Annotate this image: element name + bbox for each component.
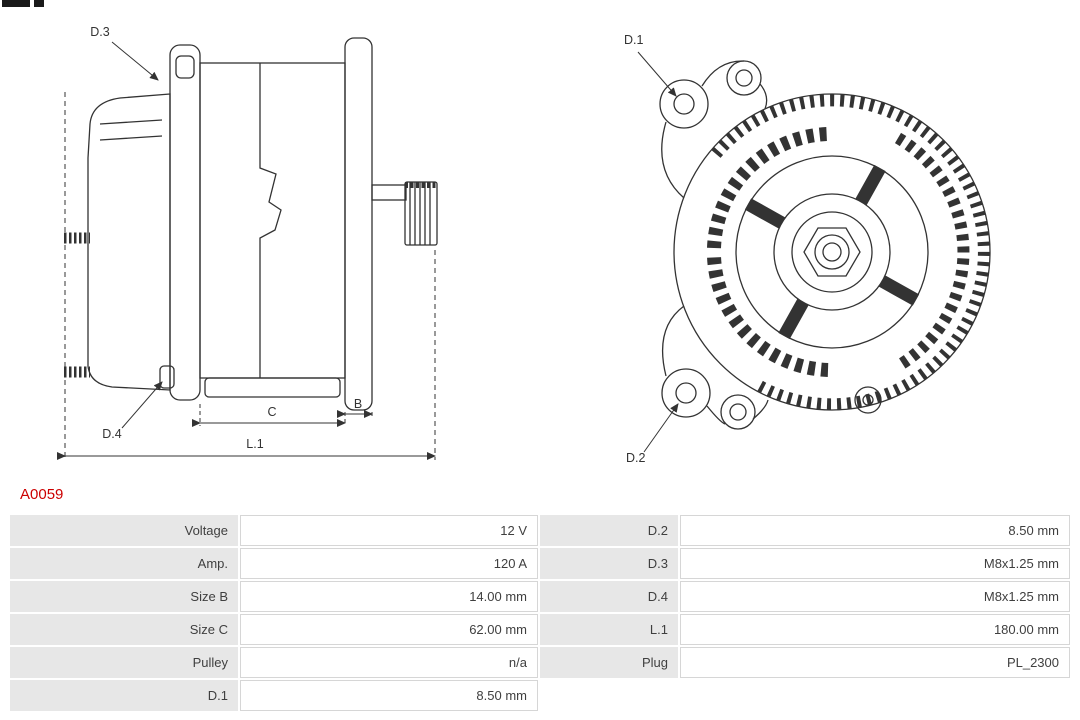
spec-row: Pulley n/a Plug PL_2300	[10, 647, 1070, 678]
mount-hole-d1	[673, 93, 695, 115]
rim-teeth	[711, 94, 990, 411]
leader-d2	[643, 403, 679, 453]
spec-empty-cell	[540, 680, 678, 711]
spec-row: Size C 62.00 mm L.1 180.00 mm	[10, 614, 1070, 645]
spec-label-cell: L.1	[540, 614, 678, 645]
spec-row: Voltage 12 V D.2 8.50 mm	[10, 515, 1070, 546]
side-view-labels: D.3 D.4 C B L.1	[90, 25, 362, 451]
hex-nut	[803, 227, 861, 277]
alternator-side-view-drawing: D.3 D.4 C B L.1	[57, 25, 438, 460]
alternator-front-view-drawing: D.1 D.2	[624, 33, 991, 465]
spec-label-cell: D.4	[540, 581, 678, 612]
front-view-leaders	[637, 51, 679, 453]
side-view-body	[64, 37, 438, 411]
label-c: C	[267, 405, 276, 419]
spec-label-cell: D.1	[10, 680, 238, 711]
pulley	[404, 181, 438, 246]
vent-slots-right	[894, 132, 970, 372]
spec-label-cell: Amp.	[10, 548, 238, 579]
spec-row: Size B 14.00 mm D.4 M8x1.25 mm	[10, 581, 1070, 612]
spec-label-cell: Size C	[10, 614, 238, 645]
spec-label-cell: D.3	[540, 548, 678, 579]
spec-value-cell: 8.50 mm	[680, 515, 1070, 546]
spec-label-cell: Plug	[540, 647, 678, 678]
spec-label-cell: Voltage	[10, 515, 238, 546]
logo-fragment	[2, 0, 44, 7]
leader-d3	[111, 41, 159, 81]
dimension-lines	[57, 41, 436, 460]
spec-empty-cell	[680, 680, 1070, 711]
spec-label-cell: Size B	[10, 581, 238, 612]
label-d2: D.2	[626, 451, 646, 465]
front-view-body	[659, 60, 991, 430]
spec-value-cell: 8.50 mm	[240, 680, 538, 711]
vent-slots-top-left	[707, 127, 829, 249]
spec-value-cell: 62.00 mm	[240, 614, 538, 645]
spec-row: D.1 8.50 mm	[10, 680, 1070, 711]
part-number: A0059	[20, 486, 64, 503]
label-d1: D.1	[624, 33, 644, 47]
leader-d1	[637, 51, 677, 97]
spec-label-cell: D.2	[540, 515, 678, 546]
spec-value-cell: M8x1.25 mm	[680, 581, 1070, 612]
spec-row: Amp. 120 A D.3 M8x1.25 mm	[10, 548, 1070, 579]
label-d3: D.3	[90, 25, 110, 39]
spec-value-cell: 120 A	[240, 548, 538, 579]
label-d4: D.4	[102, 427, 122, 441]
spec-value-cell: 180.00 mm	[680, 614, 1070, 645]
label-l1: L.1	[246, 437, 263, 451]
spokes	[744, 164, 920, 340]
front-view-labels: D.1 D.2	[624, 33, 646, 465]
spec-value-cell: PL_2300	[680, 647, 1070, 678]
spec-value-cell: 12 V	[240, 515, 538, 546]
spec-value-cell: M8x1.25 mm	[680, 548, 1070, 579]
spec-value-cell: n/a	[240, 647, 538, 678]
vent-slots-bottom-left	[707, 255, 829, 377]
mount-hole-d2	[675, 382, 697, 404]
spec-label-cell: Pulley	[10, 647, 238, 678]
spec-table: Voltage 12 V D.2 8.50 mm Amp. 120 A D.3 …	[10, 515, 1070, 711]
label-b: B	[354, 397, 362, 411]
spec-value-cell: 14.00 mm	[240, 581, 538, 612]
leader-d4	[121, 381, 163, 429]
